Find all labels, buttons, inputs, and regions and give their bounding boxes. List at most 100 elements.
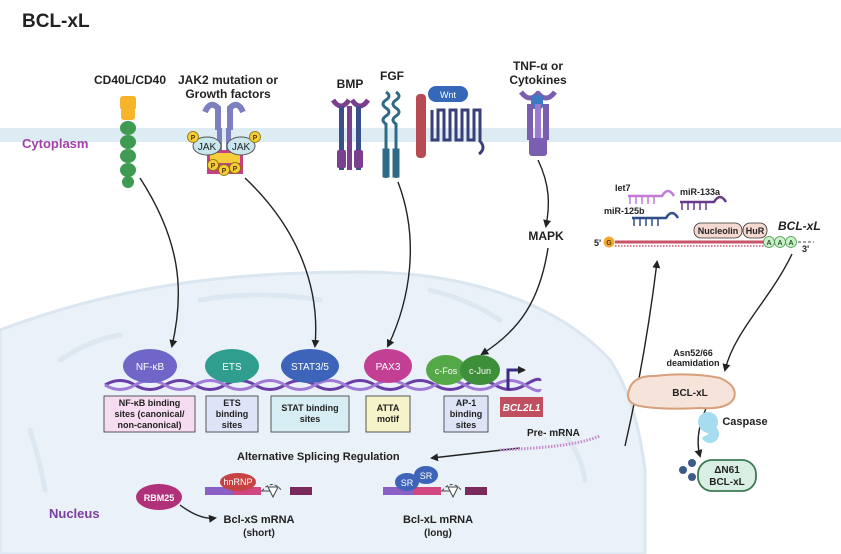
mirna-125b: [632, 211, 680, 226]
arrow-mapk-to-ap1: [480, 247, 549, 356]
phospho-label-2: P: [253, 135, 258, 142]
caspase-label: Caspase: [722, 416, 767, 428]
cd40-receptor: [120, 96, 136, 188]
jak-right-label: JAK: [232, 142, 251, 153]
rbm25-protein: RBM25: [136, 484, 182, 510]
signaling-arrows: [139, 159, 793, 523]
binding-site-nfkb: NF-κB binding sites (canonical/ non-cano…: [103, 395, 196, 433]
arrow-premrna-to-splicing: [430, 447, 521, 462]
mrna-five-prime: 5': [594, 238, 601, 248]
cytoplasm-label: Cytoplasm: [22, 136, 88, 151]
bclxl-protein: BCL-xL: [626, 373, 736, 410]
mapk-label: MAPK: [528, 229, 564, 243]
binding-site-ets: ETS binding sites: [205, 395, 259, 433]
binding-atta-line2: motif: [377, 414, 400, 424]
caspase-enzyme: [698, 412, 719, 443]
tf-pax3-label: PAX3: [376, 362, 401, 373]
arrow-bclxs-mrna: [179, 504, 217, 523]
binding-ap1-line3: sites: [456, 420, 477, 430]
arrow-nucleus-to-mrna: [624, 260, 661, 447]
tf-cfos: c-Fos: [426, 355, 466, 385]
binding-nfkb-line3: non-canonical): [117, 420, 181, 430]
page-title: BCL-xL: [22, 11, 90, 32]
mrna-cap: [603, 236, 615, 248]
delta-line2: BCL-xL: [709, 477, 745, 488]
bcl2l1-label: BCL2L1: [503, 403, 541, 414]
bcl2l1-gene: BCL2L1: [500, 397, 543, 417]
binding-ets-line1: ETS: [223, 398, 241, 408]
polya-label-1: A: [766, 240, 771, 247]
binding-nfkb-line2: sites (canonical/: [114, 409, 185, 419]
nucleus-texture: [27, 287, 588, 493]
binding-atta-line1: ATTA: [377, 403, 400, 413]
nucleus-label: Nucleus: [49, 506, 100, 521]
rbm25-label: RBM25: [144, 493, 175, 503]
tf-cjun-label: c-Jun: [469, 366, 491, 376]
binding-ets-line3: sites: [222, 420, 243, 430]
wnt-receptor: [416, 86, 485, 158]
bclxl-protein-label: BCL-xL: [672, 388, 708, 399]
mirna-133a-label: miR-133a: [680, 187, 721, 197]
tf-stat-label: STAT3/5: [291, 362, 329, 373]
binding-site-ap1: AP-1 binding sites: [443, 395, 489, 433]
pre-mrna-strand: [499, 434, 601, 452]
splicing-label: Alternative Splicing Regulation: [237, 451, 400, 463]
sr-label-2: SR: [420, 471, 433, 481]
arrow-tnf-to-mapk: [537, 159, 552, 228]
mirna-let7: [628, 189, 676, 204]
tf-nfkb-label: NF-κB: [136, 362, 165, 373]
binding-ap1-line1: AP-1: [456, 398, 477, 408]
hur-label: HuR: [746, 226, 765, 236]
deamidation-line2: deamidation: [666, 358, 719, 368]
nucleolin-label: Nucleolin: [698, 226, 739, 236]
phospho-groups: [187, 131, 261, 176]
mirna-125b-label: miR-125b: [604, 206, 645, 216]
tf-pax3: PAX3: [364, 349, 412, 383]
binding-site-stat: STAT binding sites: [270, 395, 350, 433]
tnf-label-line2: Cytokines: [509, 73, 567, 87]
cd40-label: CD40L/CD40: [94, 73, 166, 87]
phospho-label-4: P: [222, 168, 227, 175]
arrow-mrna-to-protein: [722, 253, 793, 372]
bclxs-label-line1: Bcl-xS mRNA: [224, 514, 295, 526]
mrna-cap-label: G: [606, 240, 612, 247]
bclxs-construct: hnRNP: [205, 473, 312, 499]
phospho-label-3: P: [211, 163, 216, 170]
tnf-label-line1: TNF-α or: [513, 59, 563, 73]
binding-ets-line2: binding: [216, 409, 249, 419]
binding-site-atta: ATTA motif: [365, 395, 411, 433]
mrna-gene-label: BCL-xL: [778, 219, 821, 233]
polya-tail: [763, 236, 814, 248]
tnf-receptor: [519, 90, 557, 156]
binding-stat-line1: STAT binding: [281, 403, 338, 413]
deamidation-line1: Asn52/66: [673, 348, 713, 358]
tf-cfos-label: c-Fos: [435, 366, 458, 376]
hnrnp-label: hnRNP: [223, 477, 252, 487]
bclxl-mrna-label-line2: (long): [424, 528, 452, 539]
jak-left-label: JAK: [198, 142, 217, 153]
arrow-jak2-to-stat: [244, 177, 320, 348]
binding-stat-line2: sites: [300, 414, 321, 424]
fgf-receptor: [381, 90, 401, 178]
wnt-label: Wnt: [440, 90, 457, 100]
tf-stat: STAT3/5: [281, 349, 339, 383]
binding-ap1-line2: binding: [450, 409, 483, 419]
phospho-label-5: P: [233, 166, 238, 173]
bclxl-construct: SR SR: [383, 466, 487, 499]
mrna-strand: [615, 240, 768, 247]
sr-label-1: SR: [401, 478, 414, 488]
bmp-receptor: [330, 98, 371, 170]
bmp-label: BMP: [337, 77, 364, 91]
polya-label-2: A: [777, 240, 782, 247]
bclxl-mrna-label-line1: Bcl-xL mRNA: [403, 514, 473, 526]
delta-n61-protein: ΔN61 BCL-xL: [697, 459, 757, 492]
tf-ets: ETS: [205, 349, 259, 383]
phospho-label-1: P: [191, 135, 196, 142]
tf-nfkb: NF-κB: [123, 349, 177, 383]
fgf-label: FGF: [380, 69, 404, 83]
pre-mrna-label: Pre- mRNA: [527, 428, 580, 439]
arrow-fgf-to-pax3: [386, 181, 411, 348]
mirna-133a: [680, 195, 728, 210]
jak2-label-line2: Growth factors: [185, 87, 271, 101]
